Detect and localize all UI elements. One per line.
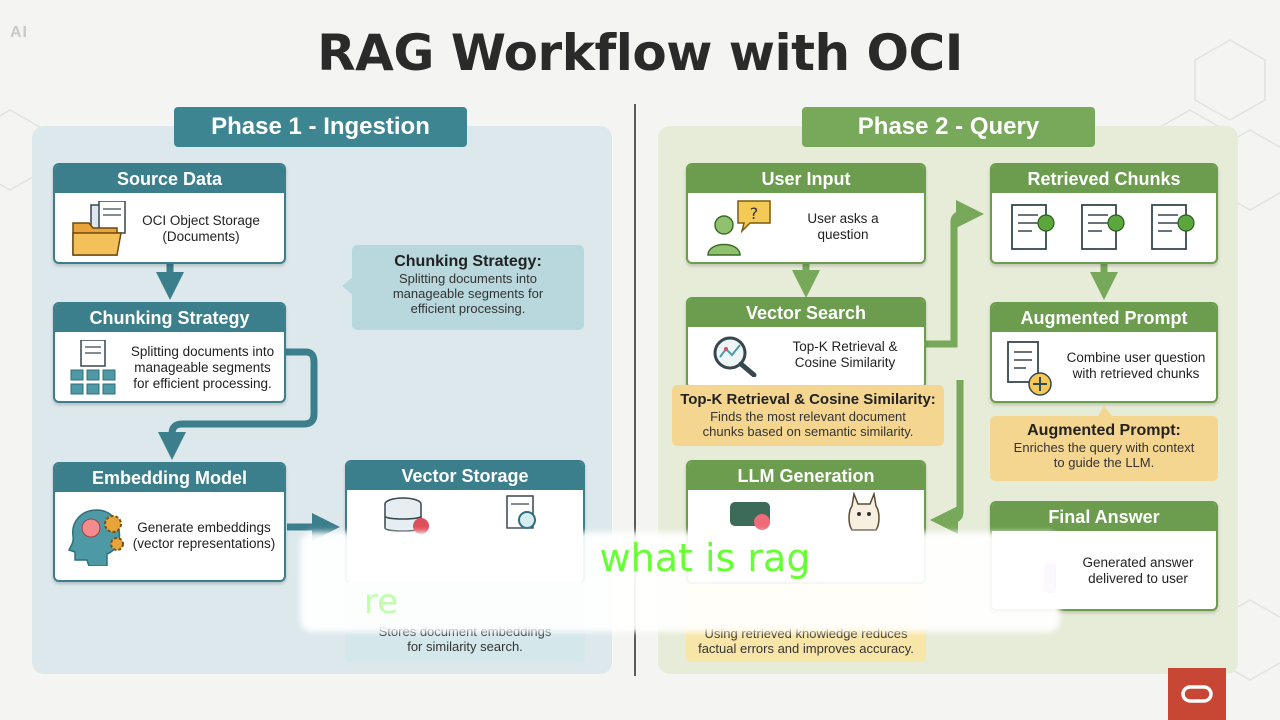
card-header: Vector Storage (347, 462, 583, 490)
final-answer-line-2: delivered to user (1088, 571, 1188, 586)
card-header: Augmented Prompt (992, 304, 1216, 332)
card-header: Final Answer (992, 503, 1216, 531)
vector-search-card: Vector Search Top-K Retrieval & Cosine S… (686, 297, 926, 389)
checked-documents-icon (1011, 204, 1195, 250)
card-header: User Input (688, 165, 924, 193)
chunking-line-3: for efficient processing. (133, 376, 272, 391)
source-line-2: (Documents) (162, 229, 240, 244)
chunking-strategy-callout: Chunking Strategy: Splitting documents i… (352, 245, 584, 330)
head-gears-icon (67, 509, 124, 566)
llama-icon (848, 492, 880, 531)
callout-title: Chunking Strategy: (394, 253, 542, 270)
augmented-line-2: with retrieved chunks (1072, 366, 1200, 381)
embedding-model-card: Embedding Model Generate embeddings (vec… (53, 462, 286, 582)
callout-line-1: Splitting documents into (398, 271, 538, 286)
embedding-line-1: Generate embeddings (137, 520, 271, 535)
document-search-icon (506, 495, 536, 529)
oracle-ring-icon (1181, 685, 1213, 703)
caption-backdrop (300, 532, 1060, 632)
card-header: Retrieved Chunks (992, 165, 1216, 193)
phase2-title: Phase 2 - Query (802, 107, 1095, 147)
source-line-1: OCI Object Storage (142, 213, 260, 228)
callout-line-3: efficient processing. (410, 301, 526, 316)
topk-callout-line-1: Finds the most relevant document (710, 409, 906, 424)
user-input-line-1: User asks a (807, 211, 879, 226)
topk-callout-line-2: chunks based on semantic similarity. (702, 424, 914, 439)
callout-title: Top-K Retrieval & Cosine Similarity: (680, 391, 936, 408)
corner-ai-mark: AI (10, 24, 28, 41)
chunking-strategy-card: Chunking Strategy Splitting documents in… (53, 302, 286, 403)
embedding-line-2: (vector representations) (132, 536, 276, 551)
callout-title: Augmented Prompt: (1027, 422, 1181, 439)
document-plus-icon (1007, 341, 1052, 396)
folder-documents-icon (72, 201, 126, 256)
phase1-title: Phase 1 - Ingestion (174, 107, 467, 147)
final-answer-line-1: Generated answer (1082, 555, 1194, 570)
card-header: Source Data (55, 165, 284, 193)
database-icon (384, 497, 429, 534)
card-header: Vector Search (688, 299, 924, 327)
augmented-callout-line-1: Enriches the query with context (1013, 440, 1195, 455)
oracle-logo (1168, 668, 1226, 720)
source-data-card: Source Data OCI Object Storage (Document… (53, 163, 286, 264)
card-header: Chunking Strategy (55, 304, 284, 332)
augmented-callout-line-2: to guide the LLM. (1053, 455, 1155, 470)
slide-title: RAG Workflow with OCI (317, 24, 963, 82)
chunking-line-2: manageable segments (134, 360, 271, 375)
retrieved-chunks-card: Retrieved Chunks (990, 163, 1218, 264)
chat-bubble-icon (730, 502, 770, 530)
user-input-line-2: question (817, 227, 869, 242)
vector-search-line-2: Cosine Similarity (794, 355, 896, 370)
augmented-prompt-card: Augmented Prompt Combine user question w… (990, 302, 1218, 403)
magnifier-graph-icon (713, 336, 757, 377)
phase-divider (634, 104, 636, 676)
augmented-prompt-callout: Augmented Prompt: Enriches the query wit… (990, 416, 1218, 481)
callout-line-2: manageable segments for (392, 286, 544, 301)
card-header: LLM Generation (688, 462, 924, 490)
document-split-grid-icon (70, 340, 116, 395)
vector-callout-line-2: for similarity search. (407, 639, 523, 654)
vector-search-line-1: Top-K Retrieval & (792, 339, 898, 354)
user-input-card: User Input ? User asks a question (686, 163, 926, 264)
chunking-line-1: Splitting documents into (130, 344, 275, 359)
svg-text:?: ? (750, 204, 759, 223)
llm-callout-line-2: factual errors and improves accuracy. (698, 641, 914, 656)
user-question-icon: ? (707, 200, 771, 256)
caption-ghost-fragment: re (364, 582, 399, 622)
final-answer-card: Final Answer Generated answer delivered … (990, 501, 1218, 611)
card-header: Embedding Model (55, 464, 284, 492)
video-caption: what is rag (599, 536, 811, 580)
augmented-line-1: Combine user question (1066, 350, 1206, 365)
topk-retrieval-callout: Top-K Retrieval & Cosine Similarity: Fin… (672, 385, 944, 446)
